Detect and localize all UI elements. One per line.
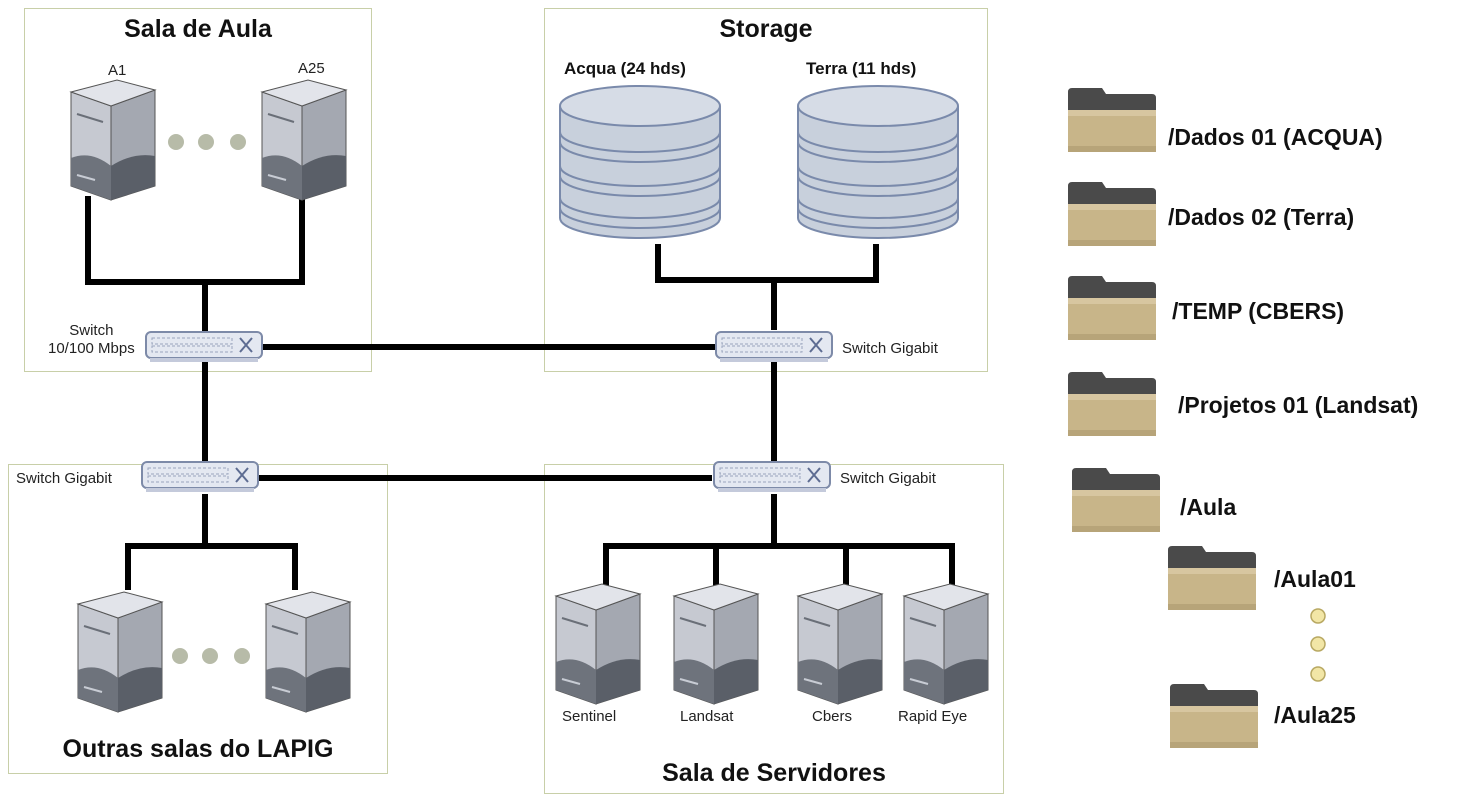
label-switch-sala-aula: Switch 10/100 Mbps [48,322,135,357]
label-server-cbers: Cbers [812,708,853,725]
folder-label-aula: /Aula [1180,494,1237,520]
folder-icon [1068,372,1156,436]
room-title-servidores: Sala de Servidores [662,759,886,787]
label-switch-storage: Switch Gigabit [842,340,938,357]
disk-acqua [559,85,721,239]
folder-icon [1072,468,1160,532]
folder-label-dados01: /Dados 01 (ACQUA) [1168,124,1383,150]
label-a1: A1 [108,62,127,79]
label-switch-outras: Switch Gigabit [16,470,112,487]
folder-icon [1068,276,1156,340]
folder-label-temp: /TEMP (CBERS) [1172,298,1345,324]
label-acqua: Acqua (24 hds) [564,59,686,78]
folder-label-dados02: /Dados 02 (Terra) [1168,204,1355,230]
switch-servidores [713,461,831,493]
folder-icon [1068,182,1156,246]
switch-sala-aula [145,331,263,363]
ellipsis-dots-outras [172,648,250,664]
folder-label-aula25: /Aula25 [1274,702,1356,728]
label-terra: Terra (11 hds) [806,59,917,78]
server-landsat [673,583,759,705]
folder-label-aula01: /Aula01 [1274,566,1356,592]
label-switch-servidores: Switch Gigabit [840,470,936,487]
label-server-sentinel: Sentinel [562,708,617,725]
computer-outras-2 [265,591,351,713]
folder-ellipsis-dots [1310,608,1326,682]
server-cbers [797,583,883,705]
server-rapid-eye [903,583,989,705]
folder-icon [1168,546,1256,610]
server-sentinel [555,583,641,705]
switch-outras [141,461,259,493]
computer-a1 [70,79,156,201]
disk-terra [797,85,959,239]
ellipsis-dots-sala-aula [168,134,246,150]
computer-a25 [261,79,347,201]
folder-icon [1068,88,1156,152]
folder-icon [1170,684,1258,748]
folder-label-projetos01: /Projetos 01 (Landsat) [1178,392,1419,418]
label-a25: A25 [298,60,325,77]
room-title-outras-salas: Outras salas do LAPIG [62,735,334,763]
computer-outras-1 [77,591,163,713]
room-outras-salas: Outras salas do LAPIG [8,464,388,774]
label-server-rapid-eye: Rapid Eye [898,708,968,725]
switch-storage [715,331,833,363]
room-title-sala-de-aula: Sala de Aula [124,15,272,43]
label-server-landsat: Landsat [680,708,734,725]
cables [85,196,955,590]
room-title-storage: Storage [719,15,813,43]
